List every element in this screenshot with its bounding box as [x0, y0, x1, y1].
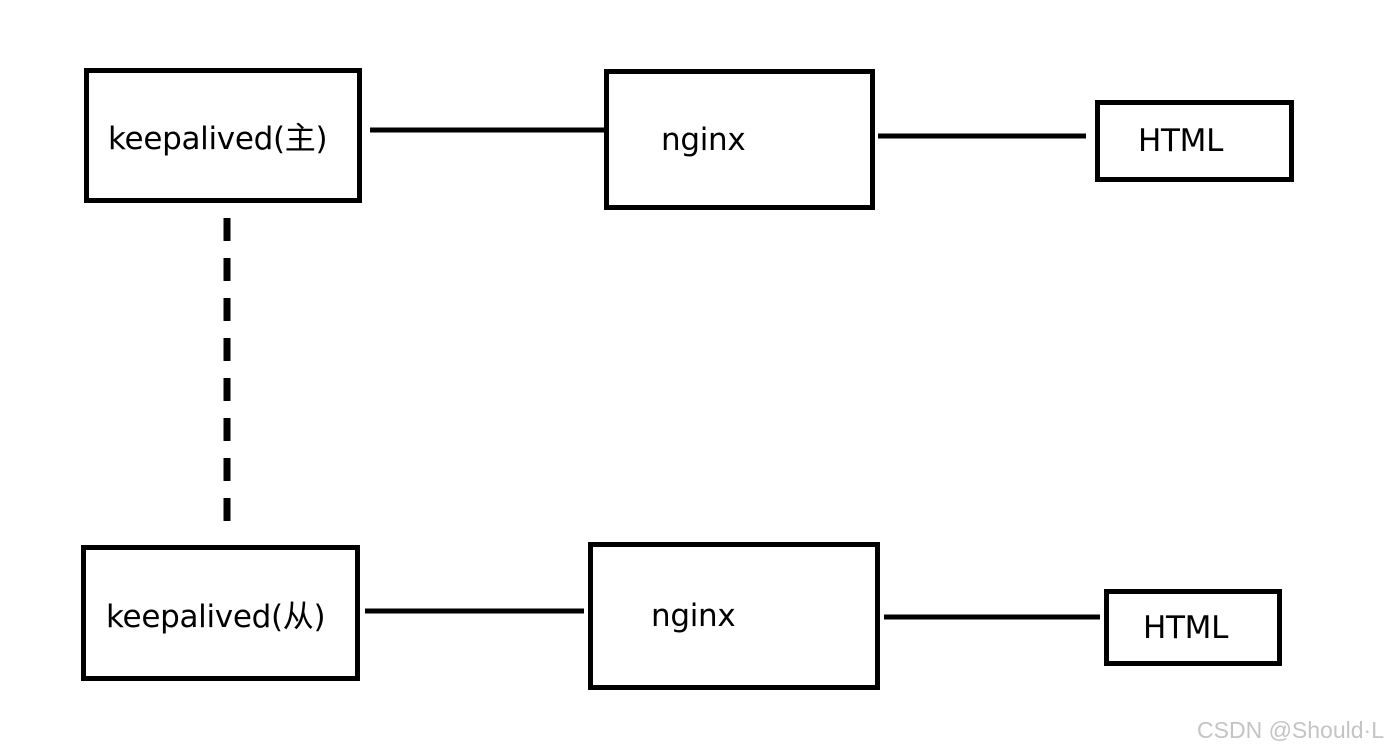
nginx-master-label: nginx — [661, 121, 746, 158]
html-master-label: HTML — [1138, 123, 1224, 159]
html-backup-label: HTML — [1143, 609, 1229, 646]
csdn-watermark: CSDN @Should·L — [1197, 717, 1384, 743]
keepalived-master-box: keepalived(主) — [84, 68, 362, 203]
html-master-box: HTML — [1095, 100, 1294, 182]
keepalived-master-label: keepalived(主) — [108, 121, 328, 157]
keepalived-backup-box: keepalived(从) — [81, 545, 360, 681]
nginx-backup-box: nginx — [588, 542, 880, 690]
keepalived-backup-label: keepalived(从) — [106, 598, 326, 635]
html-backup-box: HTML — [1104, 589, 1282, 666]
nginx-backup-label: nginx — [651, 598, 736, 634]
nginx-master-box: nginx — [604, 69, 875, 210]
